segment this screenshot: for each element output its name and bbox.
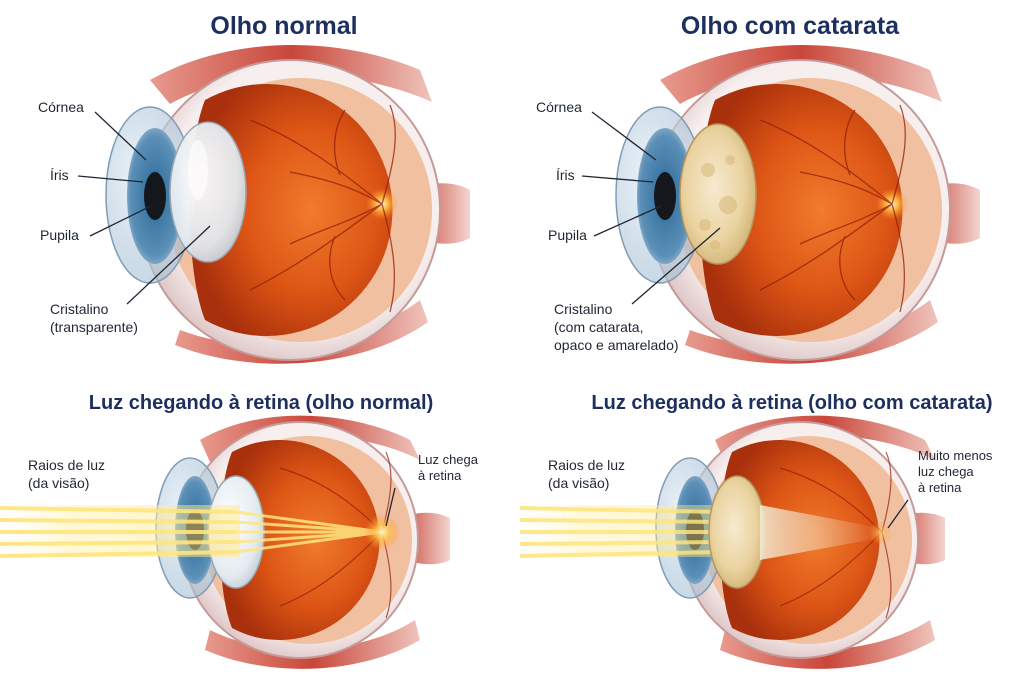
light-cataract-illustration (519, 415, 945, 669)
cataract-eye-illustration (615, 45, 980, 364)
lens-label-line-2: (transparente) (50, 319, 138, 335)
normal-eye-leader-lines (77, 111, 211, 305)
cataract-opacity-spots (699, 155, 737, 250)
pupil-label: Pupila (40, 227, 79, 243)
light-rays-blocked (519, 505, 721, 558)
lens-label-line-1: Cristalino (554, 301, 613, 317)
pupil-label: Pupila (548, 227, 587, 243)
retina-leader-line (385, 487, 396, 527)
pupil (654, 172, 676, 220)
lens-label: Cristalino (transparente) (50, 300, 138, 336)
retina-label-line-1: Muito menos (918, 448, 993, 463)
iris-label: Íris (50, 167, 69, 183)
cornea-label: Córnea (536, 99, 582, 115)
cornea-label: Córnea (38, 99, 84, 115)
less-light-retina-label: Muito menos luz chega à retina (918, 448, 992, 496)
retina-focus-point (364, 514, 400, 550)
retina-label-line-2: à retina (418, 468, 462, 483)
light-rays-label: Raios de luz (da visão) (28, 456, 105, 492)
light-normal-illustration (0, 415, 450, 669)
lens-label-line-1: Cristalino (50, 301, 109, 317)
retina-blood-vessels (759, 104, 906, 313)
retina-label-line-2: luz chega (918, 464, 974, 479)
cataract-eye-title: Olho com catarata (680, 12, 900, 40)
pupil (144, 172, 166, 220)
retina-label-line-3: à retina (918, 480, 962, 495)
light-rays (0, 505, 383, 558)
iris-label: Íris (556, 167, 575, 183)
light-cataract-title: Luz chegando à retina (olho com catarata… (591, 392, 993, 414)
rays-label-line-1: Raios de luz (548, 457, 626, 473)
lens-label-line-2: (com catarata, (554, 319, 644, 335)
clear-lens (169, 121, 247, 263)
eye-interior (190, 84, 393, 336)
light-normal-title: Luz chegando à retina (olho normal) (88, 392, 434, 414)
rays-label-line-1: Raios de luz (28, 457, 106, 473)
retina-leader-line (887, 499, 909, 529)
lens-label-line-3: opaco e amarelado) (554, 337, 679, 353)
retina-blood-vessels (249, 104, 396, 313)
eye-interior (700, 84, 903, 336)
retina-label: Luz chega à retina (418, 452, 478, 484)
dim-retina-point (868, 521, 892, 545)
cataract-eye-leader-lines (581, 111, 721, 305)
normal-eye-illustration (105, 45, 470, 364)
light-rays-label: Raios de luz (da visão) (548, 456, 625, 492)
upper-muscle (150, 45, 432, 104)
rays-label-line-2: (da visão) (28, 475, 90, 491)
cataract-lens (679, 123, 757, 265)
rays-label-line-2: (da visão) (548, 475, 610, 491)
retina-label-line-1: Luz chega (418, 452, 478, 467)
cataract-lens-label: Cristalino (com catarata, opaco e amarel… (554, 300, 679, 354)
normal-eye-title: Olho normal (210, 12, 358, 40)
scattered-light-haze (760, 505, 880, 560)
